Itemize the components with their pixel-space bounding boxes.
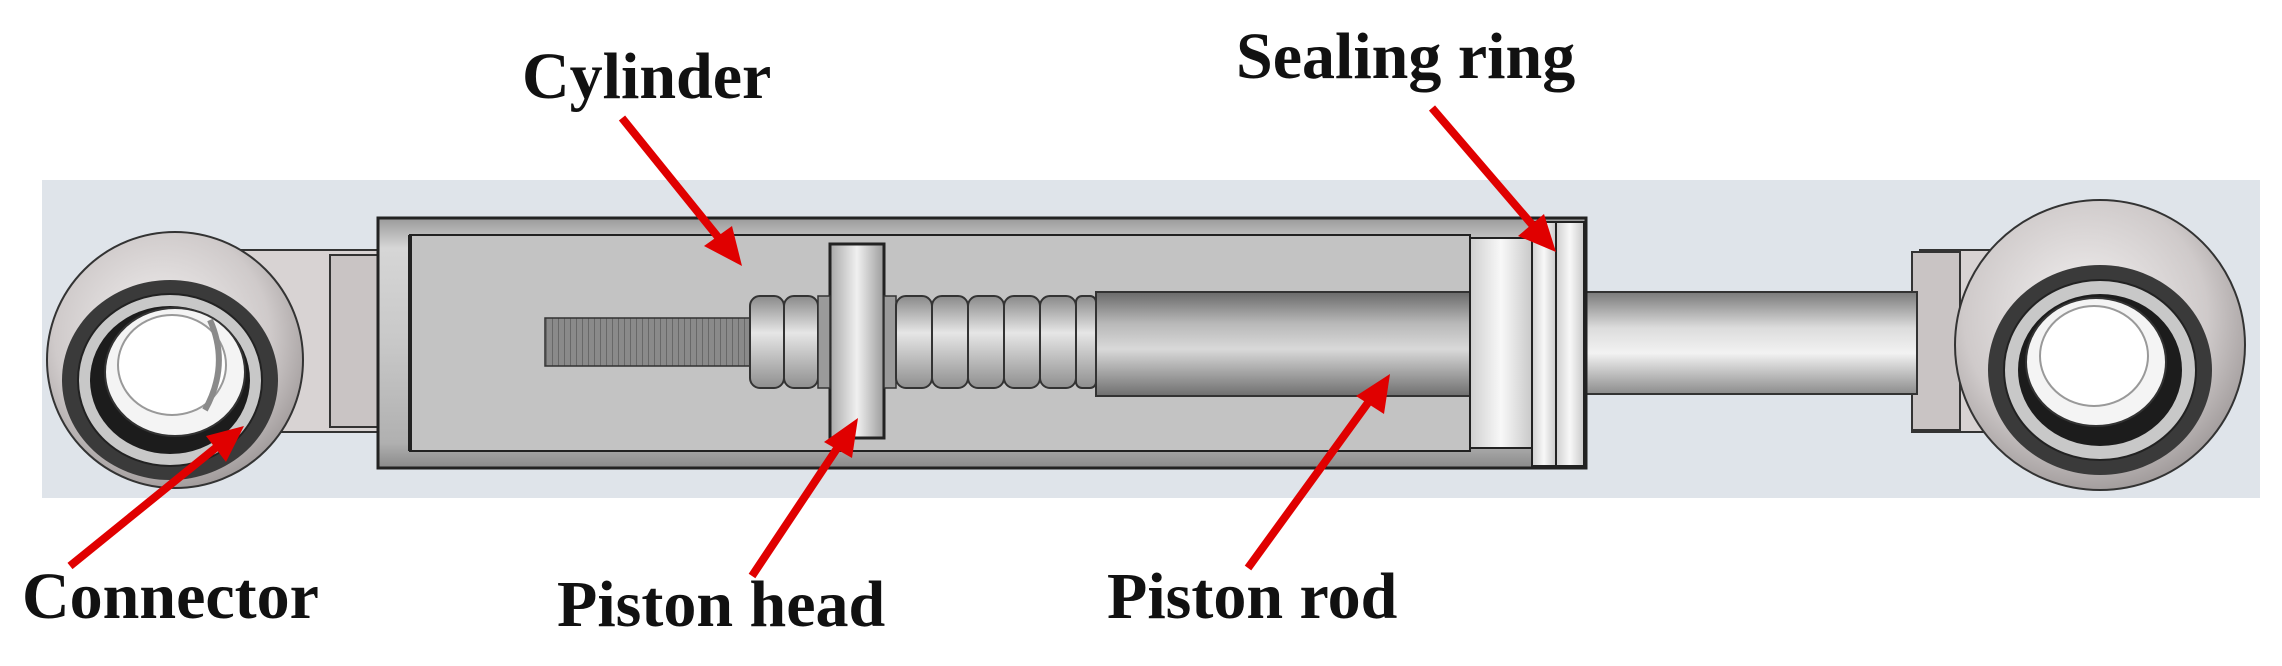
label-piston-rod: Piston rod — [1107, 560, 1397, 633]
left-connector — [46, 231, 381, 489]
label-connector: Connector — [22, 560, 319, 633]
label-sealing-ring: Sealing ring — [1236, 20, 1575, 93]
outer-piston-rod — [1584, 291, 1918, 395]
label-piston-head: Piston head — [557, 568, 885, 641]
piston-head-arrow — [748, 418, 858, 579]
right-connector — [1910, 199, 2246, 491]
label-cylinder: Cylinder — [522, 40, 771, 113]
piston-rod-arrow — [1244, 374, 1390, 571]
sealing-ring-assembly — [1469, 221, 1585, 467]
connector-arrow — [67, 426, 244, 570]
arrows — [67, 105, 1556, 579]
nut-stack-right — [895, 295, 1097, 389]
inner-piston-rod — [1095, 291, 1471, 397]
nut-stack-left — [749, 295, 819, 389]
sealing-ring-arrow — [1428, 105, 1556, 252]
cylinder-arrow — [618, 115, 742, 266]
piston-head-disc — [828, 242, 886, 440]
threaded-rod-end — [544, 317, 751, 367]
